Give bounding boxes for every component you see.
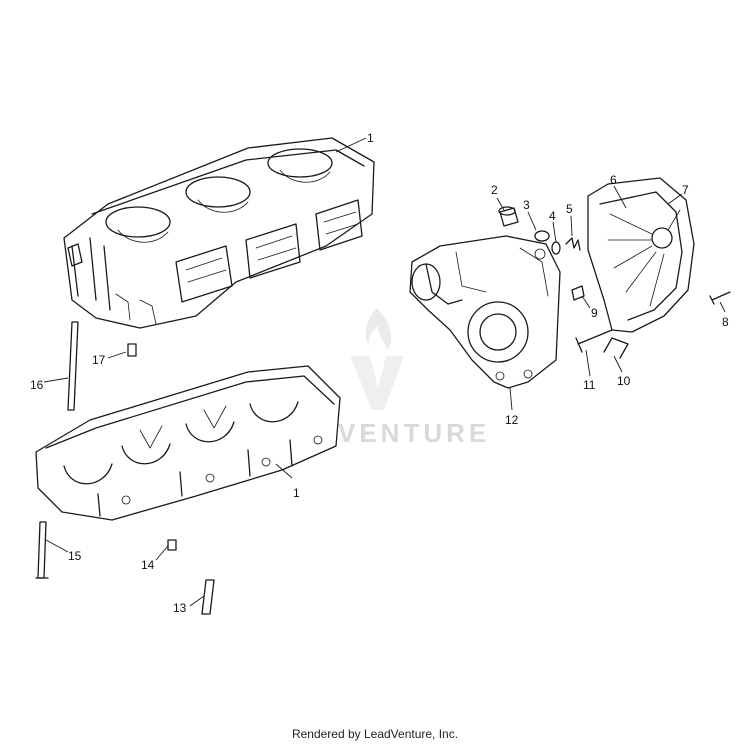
callout-15: 15 [68, 549, 82, 563]
callout-16: 16 [30, 378, 44, 392]
watermark-logo [350, 308, 404, 410]
spring-part-5 [565, 237, 581, 251]
callout-8: 8 [722, 315, 729, 329]
callout-5: 5 [566, 202, 573, 216]
callout-4: 4 [549, 209, 556, 223]
bracket-part-10 [603, 337, 629, 359]
callout-10: 10 [617, 374, 631, 388]
callout-9: 9 [591, 306, 598, 320]
callout-14: 14 [141, 558, 155, 572]
callout-1-lower: 1 [293, 486, 300, 500]
stud-part-13 [201, 579, 215, 615]
watermark-text: VENTURE [338, 418, 490, 448]
callout-6: 6 [610, 173, 617, 187]
callout-2: 2 [491, 183, 498, 197]
bolt-part-11 [575, 329, 613, 353]
cap-part-3 [534, 230, 550, 242]
screw-part-8 [709, 291, 731, 305]
dowel-part-14 [167, 539, 177, 551]
pin-part-9 [571, 285, 585, 301]
upper-crankcase [63, 137, 375, 329]
stud-part-16 [67, 321, 79, 411]
dowel-part-17 [127, 343, 137, 357]
callout-12: 12 [505, 413, 519, 427]
callout-17: 17 [92, 353, 106, 367]
render-credit: Rendered by LeadVenture, Inc. [291, 727, 459, 741]
callout-3: 3 [523, 198, 530, 212]
bolt-part-15 [35, 521, 49, 579]
flywheel-cover [587, 177, 695, 333]
callout-1-upper: 1 [367, 131, 374, 145]
washer-part-4 [551, 241, 561, 255]
callout-7: 7 [682, 183, 689, 197]
lower-crankcase [35, 365, 341, 521]
plug-part-2 [498, 206, 519, 227]
stator-housing [409, 235, 561, 389]
leader-lines [43, 137, 726, 607]
callout-11: 11 [583, 378, 596, 392]
callout-13: 13 [173, 601, 187, 615]
